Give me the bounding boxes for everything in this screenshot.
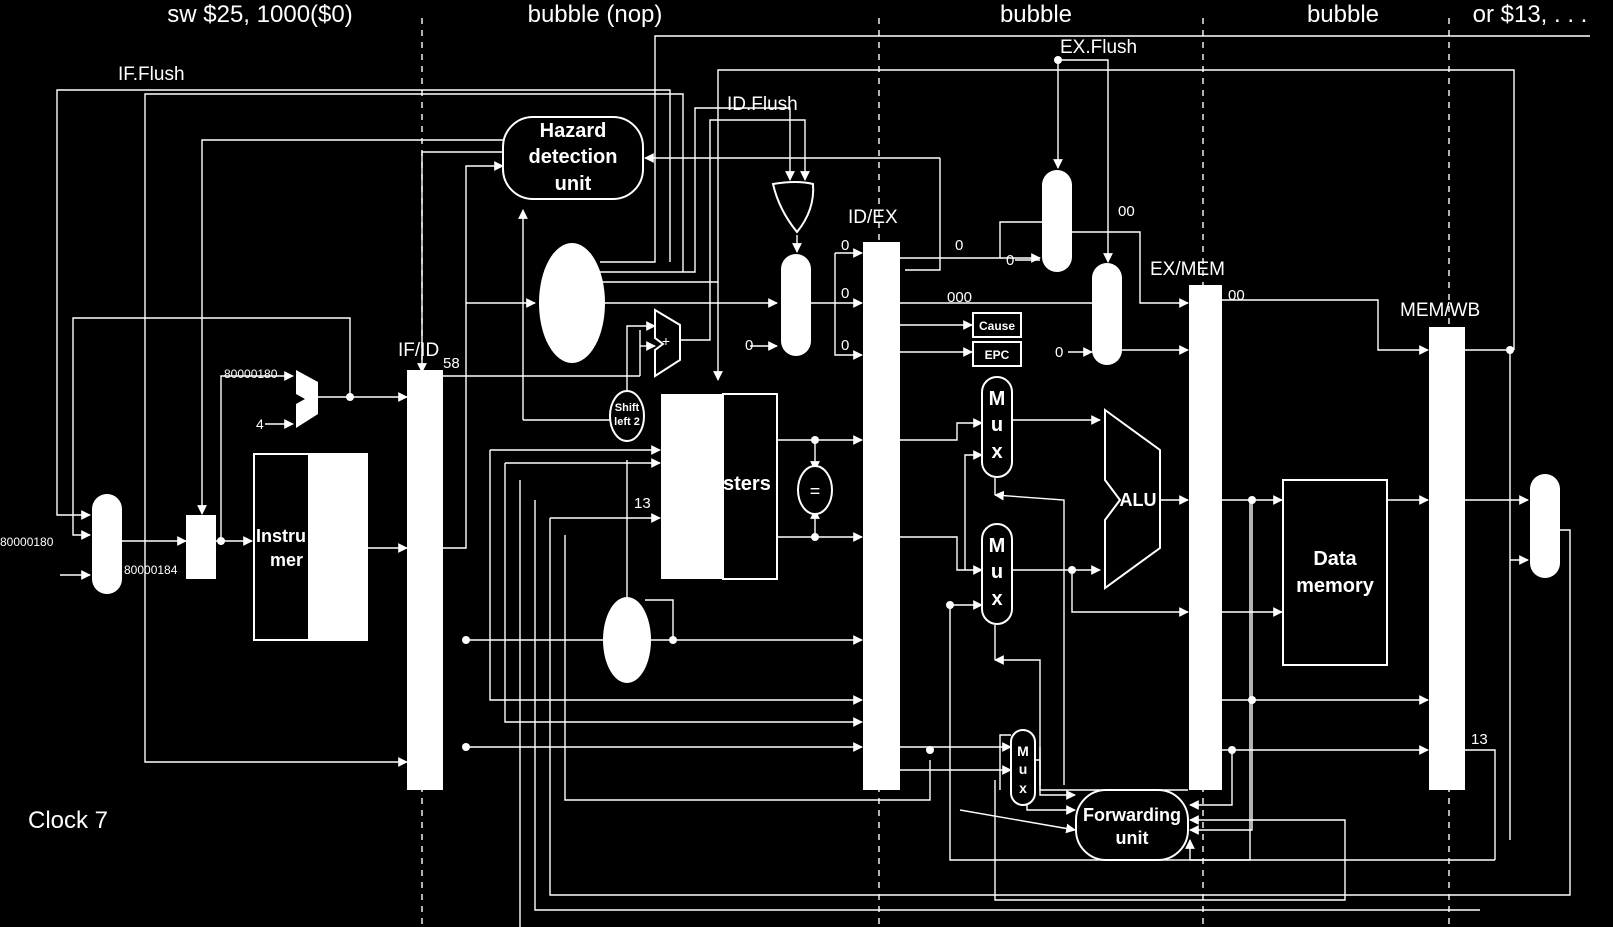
idex-zero-3: 0 — [841, 337, 849, 354]
id-flush-or-gate — [771, 181, 815, 234]
value-four: 4 — [256, 416, 264, 432]
mux-c-u: u — [1019, 761, 1028, 777]
pc-adder — [296, 370, 318, 428]
mux-a-m: M — [989, 388, 1006, 410]
forwarding-label-2: unit — [1116, 828, 1149, 848]
mux-b-x: x — [991, 588, 1002, 610]
value-58: 58 — [443, 355, 460, 372]
double-zero-2: 00 — [1228, 287, 1245, 304]
hazard-label-2: detection — [529, 146, 618, 168]
cause-register: Cause — [972, 312, 1022, 338]
mem-wb-label: MEM/WB — [1400, 300, 1480, 321]
exception-address-value: 80000180 — [224, 367, 278, 381]
mux-b-u: u — [991, 561, 1003, 583]
ex-flush-mux-2 — [1092, 263, 1122, 365]
forward-mux-a: M u x — [981, 376, 1013, 478]
wires — [56, 35, 1590, 927]
pc-plus4-value: 80000184 — [124, 563, 178, 577]
mux-c-x: x — [1019, 780, 1027, 796]
sign-extend-unit — [603, 597, 651, 683]
if-id-register — [407, 370, 443, 790]
id-flush-label: ID.Flush — [727, 94, 798, 115]
forwarding-label-1: Forwarding — [1083, 805, 1181, 825]
hazard-label-3: unit — [555, 173, 592, 195]
register-file: sters — [661, 393, 778, 580]
shift-label-1: Shift — [615, 402, 640, 414]
stage-label-mem: bubble — [1307, 1, 1379, 28]
control-mux-zero: 0 — [745, 337, 753, 354]
junction-dots — [217, 56, 1514, 754]
shift-label-2: left 2 — [614, 416, 640, 428]
stage-label-ex: bubble — [1000, 1, 1072, 28]
hazard-detection-unit: Hazard detection unit — [502, 116, 644, 200]
mem-wb-register — [1429, 327, 1465, 790]
writeback-mux — [1530, 474, 1560, 578]
shift-left-2: Shift left 2 — [609, 390, 645, 442]
forward-mux-b: M u x — [981, 523, 1013, 625]
mux-c-m: M — [1017, 743, 1029, 759]
id-ex-label: ID/EX — [848, 207, 898, 228]
stage-label-wb: or $13, . . . — [1473, 1, 1588, 28]
epc-register: EPC — [972, 341, 1022, 367]
ex-flush-mux-1 — [1042, 170, 1072, 272]
idex-zero-1: 0 — [841, 237, 849, 254]
clock-label: Clock 7 — [28, 807, 108, 834]
mux-a-u: u — [991, 414, 1003, 436]
triple-zero-value: 000 — [947, 289, 972, 306]
pc-mux — [92, 494, 122, 594]
stage-label-id: bubble (nop) — [528, 1, 663, 28]
forwarding-unit: Forwarding unit — [1075, 789, 1189, 861]
equals-sign: = — [810, 481, 821, 501]
alu-label: ALU — [1120, 490, 1157, 510]
alu: ALU — [1104, 408, 1161, 590]
ex-zero-1: 0 — [955, 237, 963, 254]
ex-zero-3: 0 — [1055, 344, 1063, 361]
if-id-label: IF/ID — [398, 340, 439, 361]
control-mux — [781, 254, 811, 356]
pc-input-value: 80000180 — [0, 535, 54, 549]
idex-zero-2: 0 — [841, 285, 849, 302]
mux-a-x: x — [991, 441, 1002, 463]
double-zero-1: 00 — [1118, 203, 1135, 220]
epc-label: EPC — [985, 348, 1010, 362]
registers-label: sters — [723, 473, 771, 495]
register-13-value: 13 — [634, 495, 651, 512]
equality-comparator: = — [797, 465, 833, 515]
mux-b-m: M — [989, 535, 1006, 557]
ex-mem-register — [1189, 285, 1222, 790]
writeback-13-value: 13 — [1471, 731, 1488, 748]
hazard-label-1: Hazard — [540, 120, 607, 142]
ex-zero-2: 0 — [1006, 252, 1014, 269]
program-counter — [186, 515, 216, 579]
cause-label: Cause — [979, 319, 1015, 333]
data-mem-label-1: Data — [1313, 548, 1357, 570]
id-ex-register — [863, 242, 900, 790]
data-memory: Data memory — [1282, 479, 1388, 666]
ex-flush-label: EX.Flush — [1060, 37, 1137, 58]
data-mem-label-2: memory — [1296, 575, 1375, 597]
stage-label-if: sw $25, 1000($0) — [167, 1, 352, 28]
branch-adder-sign: + — [662, 333, 670, 349]
branch-adder — [654, 308, 681, 378]
ex-mem-label: EX/MEM — [1150, 259, 1225, 280]
control-unit — [539, 243, 605, 363]
instr-mem-label-2: mer — [270, 550, 303, 570]
instruction-memory: Instru mer — [253, 453, 368, 641]
instr-mem-label-1: Instru — [256, 526, 306, 546]
reg-dst-mux: M u x — [1010, 729, 1036, 806]
if-flush-label: IF.Flush — [118, 64, 185, 85]
